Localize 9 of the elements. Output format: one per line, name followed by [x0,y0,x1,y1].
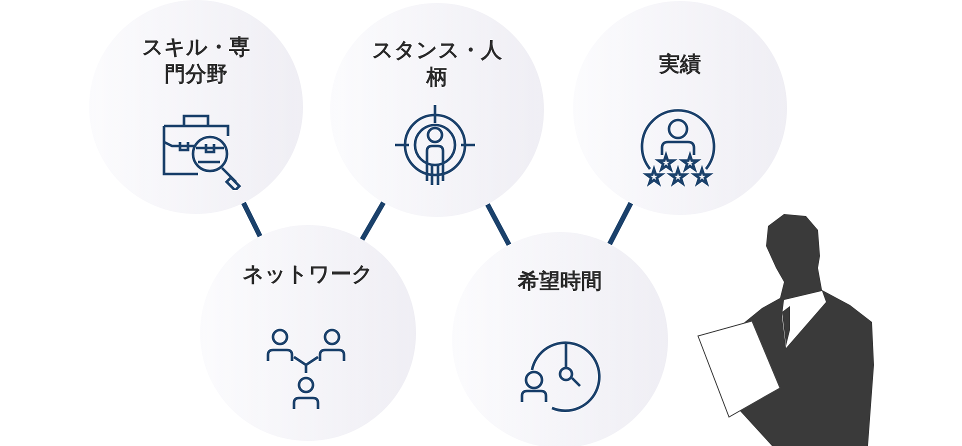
category-label: 実績 [658,51,702,78]
connector-line [485,203,512,246]
category-label: スキル・専門分野 [141,34,251,88]
connector-line [607,202,634,246]
category-label: スタンス・人柄 [371,37,503,92]
connector-line [360,201,386,241]
category-label: ネットワーク [242,261,374,288]
category-label: 希望時間 [516,268,603,295]
connector-line [241,202,262,238]
